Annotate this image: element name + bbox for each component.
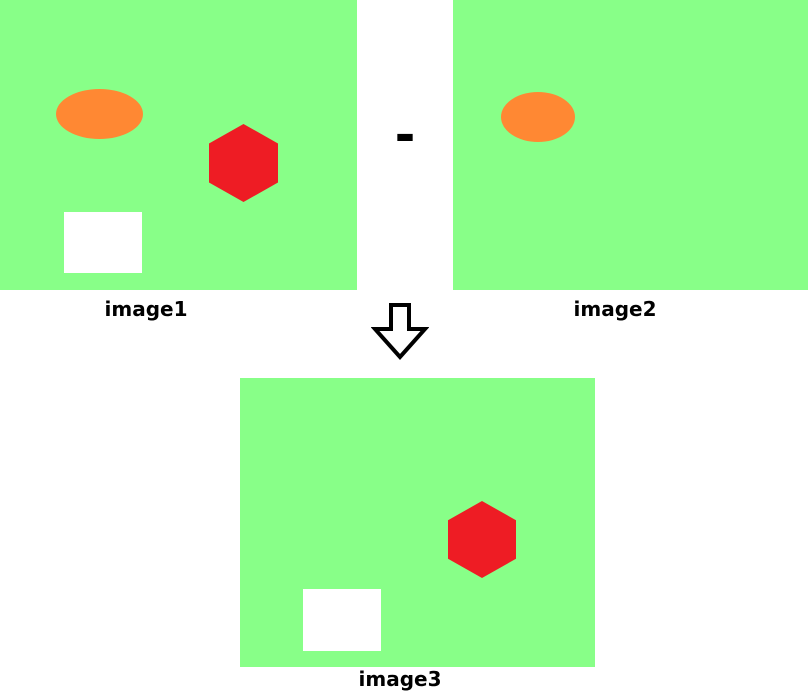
image3-panel <box>240 378 595 667</box>
minus-operator: - <box>394 106 416 164</box>
image1-label: image1 <box>104 297 188 321</box>
image2-label: image2 <box>573 297 657 321</box>
down-arrow-icon <box>371 303 429 361</box>
orange-ellipse <box>56 89 143 139</box>
orange-ellipse <box>501 92 575 142</box>
red-hexagon <box>448 501 516 578</box>
image1-panel <box>0 0 357 290</box>
white-rectangle <box>64 212 142 273</box>
red-hexagon <box>209 124 278 202</box>
white-rectangle <box>303 589 381 651</box>
image2-panel <box>453 0 808 290</box>
image3-label: image3 <box>358 667 442 691</box>
